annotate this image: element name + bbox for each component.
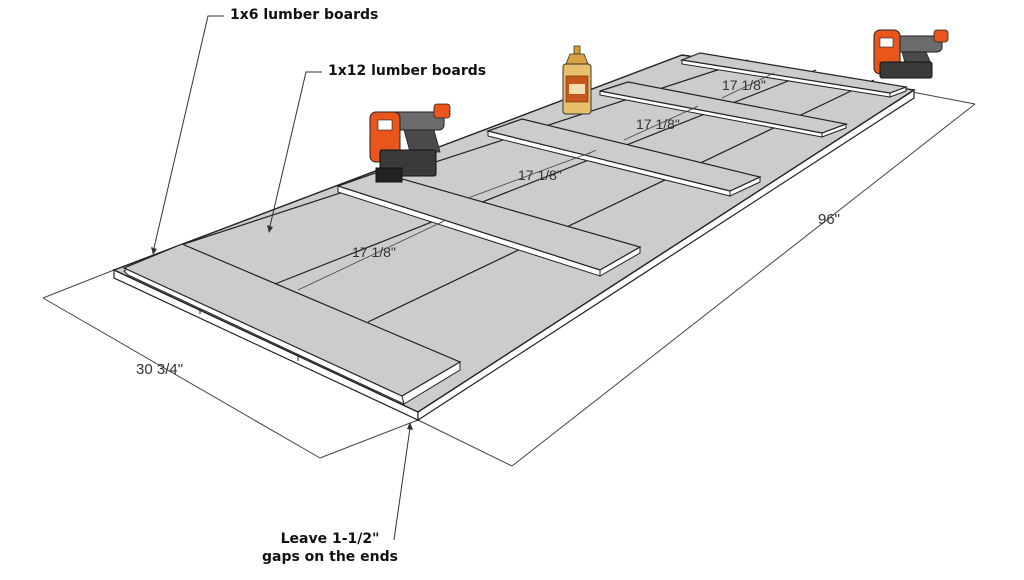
spacing-label-2: 17 1/8" [518,167,562,183]
glue-bottle-icon [562,45,592,115]
spacing-lines [297,72,775,291]
nail-gun-icon [369,103,451,183]
dimension-lines [42,91,976,467]
nail-gun-back-icon [873,29,949,79]
stringer-board-2 [336,171,642,277]
stringer-board-5 [679,52,909,98]
lumber-1x6-label: 1x6 lumber boards [230,7,379,23]
gaps-callout-line2: gaps on the ends [261,549,398,565]
stringer-board-4 [599,81,849,138]
callout-leaders [151,15,413,541]
length-dimension-label: 96" [818,211,840,228]
spacing-label-4: 17 1/8" [722,77,766,93]
spacing-label-1: 17 1/8" [352,244,396,260]
lumber-1x12-label: 1x12 lumber boards [328,63,487,79]
gaps-callout: Leave 1-1/2" gaps on the ends [250,530,410,566]
width-dimension-label: 30 3/4" [136,361,183,378]
gaps-callout-line1: Leave 1-1/2" [280,531,380,547]
stringer-board-1 [122,243,462,405]
spacing-label-3: 17 1/8" [636,116,680,132]
stringer-board-3 [485,118,762,197]
